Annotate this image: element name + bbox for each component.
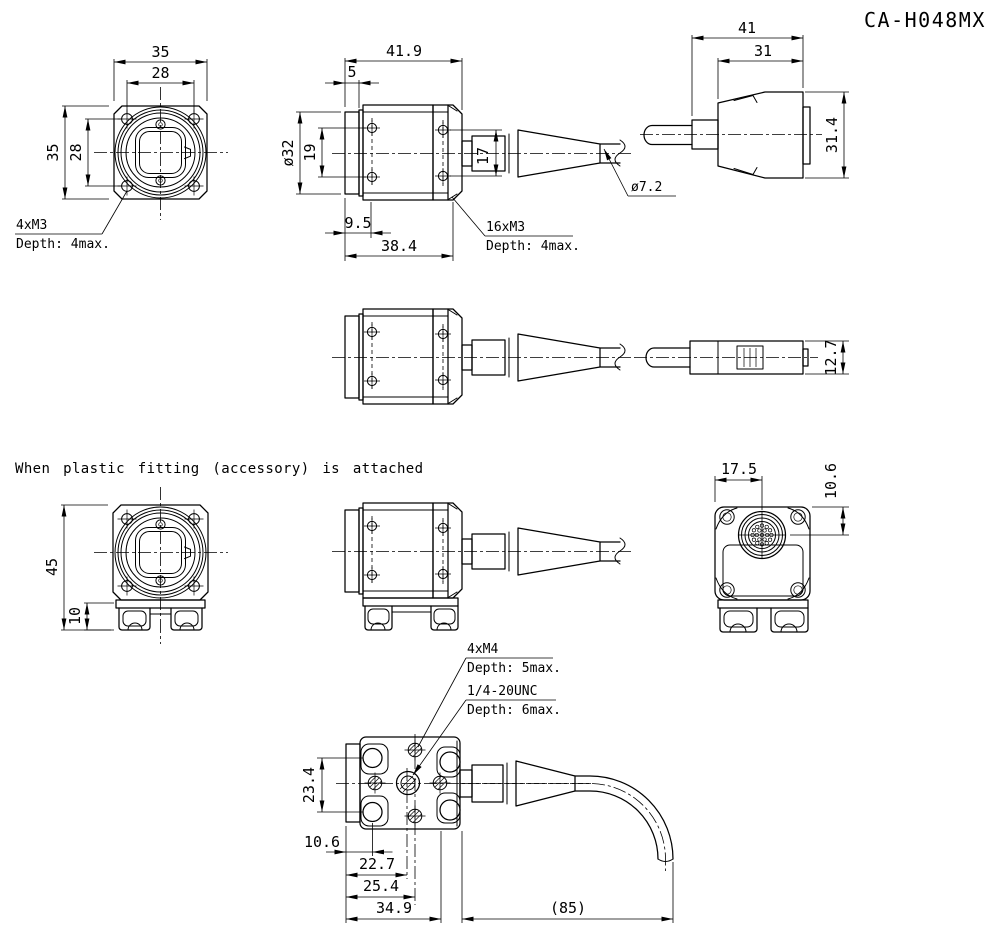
view-top	[332, 309, 818, 404]
label-side-screws: 16xM3 Depth: 4max.	[451, 196, 580, 254]
dim-text-10-6-bottom: 10.6	[304, 833, 340, 851]
dim-side-front-len: 9.5	[325, 198, 391, 261]
dim-text-85: (85)	[550, 899, 586, 917]
label-bottom-m4: 4xM4 Depth: 5max.	[417, 642, 561, 748]
dim-bottom-holes-y: 23.4	[300, 757, 363, 813]
label-4xM4-depth: Depth: 5max.	[467, 661, 561, 676]
dim-text-28h: 28	[67, 143, 85, 161]
label-dia7-2: ø7.2	[631, 180, 662, 195]
label-16xM3: 16xM3	[486, 220, 525, 235]
dim-text-38-4: 38.4	[381, 237, 417, 255]
dim-text-41-9: 41.9	[386, 42, 422, 60]
rear-connector	[737, 510, 787, 560]
dim-bottom-cable-len: (85)	[461, 831, 674, 923]
dim-bottom-screws-x: 25.4	[346, 877, 415, 900]
dim-text-9-5: 9.5	[344, 214, 371, 232]
dim-side-body-len: 38.4	[345, 202, 454, 261]
dim-front-width-outer: 35	[113, 43, 208, 101]
dim-plug-body: 31	[717, 42, 803, 99]
bottom-cable	[459, 760, 674, 871]
dim-text-35w: 35	[151, 43, 169, 61]
dim-front-height-outer: 35	[44, 105, 109, 200]
label-unc-depth: Depth: 6max.	[467, 703, 561, 718]
label-front-screws: 4xM3 Depth: 4max.	[15, 190, 128, 252]
dim-text-17: 17	[474, 147, 492, 165]
dim-text-17-5: 17.5	[721, 460, 757, 478]
dim-text-10-6-rear: 10.6	[822, 463, 840, 499]
dim-bottom-edge-off: 10.6	[304, 823, 393, 923]
dim-rear-conn-x: 17.5	[714, 460, 763, 510]
dim-front-holes-x: 28	[126, 64, 195, 113]
drawing-title: CA-H048MX	[864, 8, 986, 32]
dim-text-31: 31	[754, 42, 772, 60]
dim-text-25-4: 25.4	[363, 877, 399, 895]
label-cable-dia: ø7.2	[603, 148, 676, 197]
dim-fit-front-fitting-h: 10	[66, 602, 114, 631]
label-unc: 1/4-20UNC	[467, 684, 537, 699]
label-4xM3: 4xM3	[16, 218, 47, 233]
dim-side-holes-front: 19	[301, 127, 366, 178]
dim-text-45: 45	[43, 558, 61, 576]
dim-side-overall: 41.9	[344, 42, 463, 110]
dim-bottom-center-x: 22.7	[346, 855, 407, 878]
dim-front-holes-y: 28	[67, 118, 121, 187]
tripod-screw	[395, 770, 421, 796]
dim-side-flange: 5	[325, 63, 379, 108]
label-4xM4: 4xM4	[467, 642, 498, 657]
dim-text-22-7: 22.7	[359, 855, 395, 873]
dim-text-5: 5	[347, 63, 356, 81]
dim-text-dia32: ø32	[279, 139, 297, 166]
view-plug	[640, 91, 822, 179]
dim-text-28w: 28	[151, 64, 169, 82]
dim-text-12-7: 12.7	[822, 339, 840, 375]
label-4xM3-depth: Depth: 4max.	[16, 237, 110, 252]
dim-plug-overall: 41	[691, 19, 804, 116]
dim-text-19: 19	[301, 143, 319, 161]
dim-text-10: 10	[66, 607, 84, 625]
view-front	[94, 87, 228, 220]
dim-text-34-9: 34.9	[376, 899, 412, 917]
dim-plug-height: 31.4	[805, 91, 849, 179]
view-side-fitting	[332, 503, 634, 631]
view-front-fitting	[94, 487, 228, 644]
dim-rear-conn-y: 10.6	[790, 463, 849, 536]
dim-top-plug-height: 12.7	[805, 339, 849, 376]
dim-bottom-body-len: 34.9	[346, 831, 442, 923]
dim-side-holes-rear: 17	[450, 129, 502, 177]
view-rear-fitting	[714, 506, 811, 633]
dim-text-41: 41	[738, 19, 756, 37]
dim-text-31-4: 31.4	[823, 117, 841, 153]
note-plastic-fitting: When plastic fitting (accessory) is atta…	[15, 461, 423, 477]
dim-text-23-4: 23.4	[300, 767, 318, 803]
dim-text-35h: 35	[44, 143, 62, 161]
label-16xM3-depth: Depth: 4max.	[486, 239, 580, 254]
dim-side-lens-dia: ø32	[279, 111, 341, 195]
label-bottom-unc: 1/4-20UNC Depth: 6max.	[412, 684, 561, 776]
